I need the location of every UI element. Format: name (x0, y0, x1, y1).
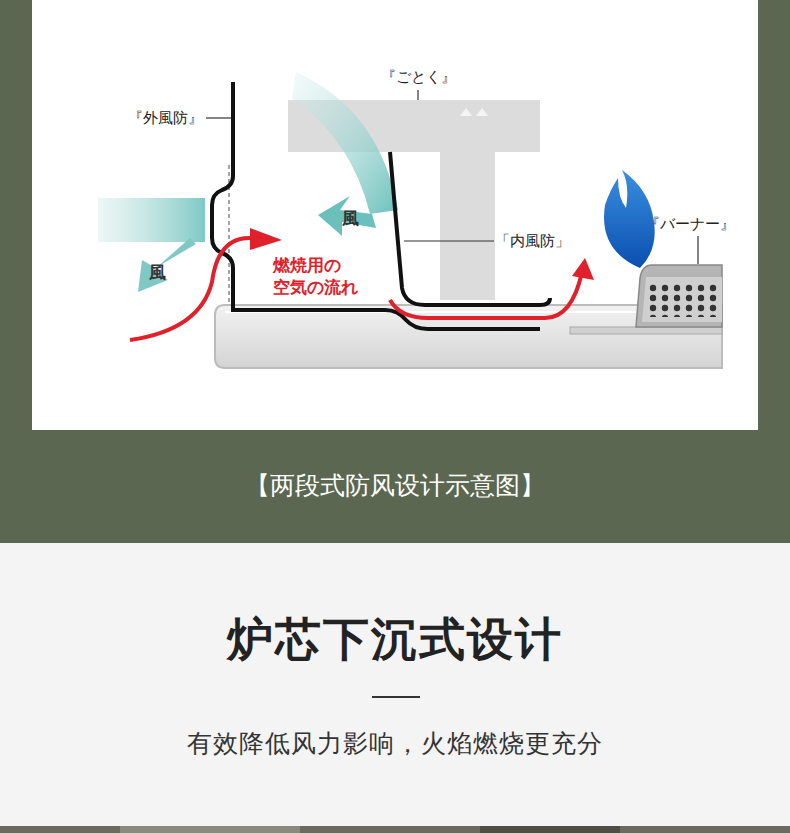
part-name: 『外風防』 (128, 109, 203, 128)
caption: 【两段式防风设计示意图】 (245, 469, 545, 502)
part-name: 『バーナー』 (645, 215, 735, 234)
wind-label: 風 (149, 261, 166, 284)
diagram-panel (32, 0, 758, 430)
title: 炉芯下沉式设计 (227, 609, 563, 671)
subtitle: 有效降低风力影响，火焰燃烧更充分 (187, 727, 603, 760)
part-name: 『ごとく』 (381, 68, 456, 87)
part-name: 「内風防」 (495, 232, 570, 251)
wind-label: 風 (342, 207, 359, 230)
green-band (0, 0, 790, 543)
airflow-label: 燃焼用の 空気の流れ (273, 254, 363, 298)
